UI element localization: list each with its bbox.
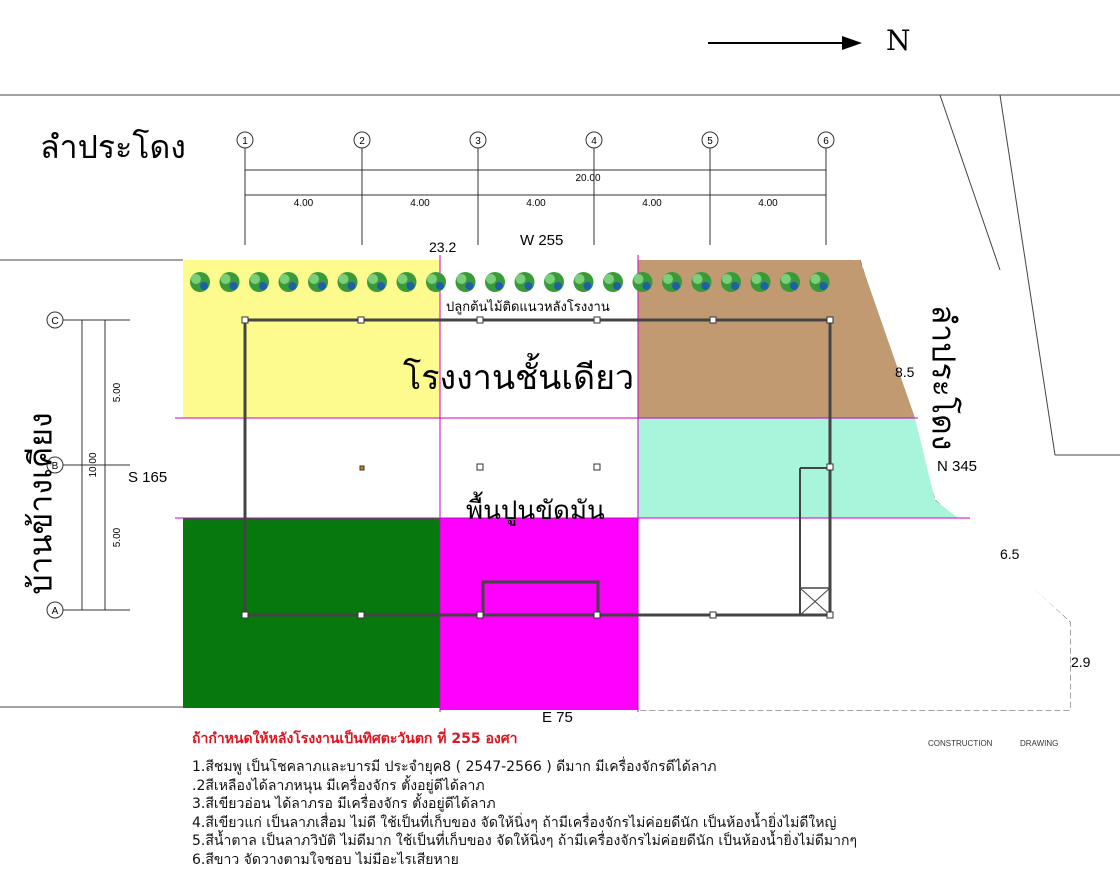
tree-icon (308, 272, 328, 292)
grid-label-1: 1 (242, 136, 248, 147)
canal-label-right: ลำประโดง (924, 304, 963, 451)
tree-icon (780, 272, 800, 292)
legend-item: 5.สีน้ำตาล เป็นลาภวิบัติ ไม่ดีมาก ใช้เป็… (192, 833, 857, 849)
tree-icon (367, 272, 387, 292)
dim-bay: 4.00 (526, 198, 546, 209)
floor-label: พื้นปูนขัดมัน (466, 496, 605, 526)
division-lines (175, 255, 970, 712)
zone-white-mid-left (183, 418, 440, 518)
tree-icon (485, 272, 505, 292)
tree-icon (573, 272, 594, 292)
tree-icon (514, 272, 535, 292)
grid-label-5: 5 (707, 136, 713, 147)
zone-white-mid-center (440, 418, 638, 518)
legend-item: 3.สีเขียวอ่อน ได้ลาภรอ มีเครื่องจักร ตั้… (192, 796, 496, 812)
grid-label-6: 6 (823, 136, 829, 147)
tree-icon (662, 272, 682, 292)
dim-right-upper: 8.5 (895, 364, 915, 380)
building-label: โรงงานชั้นเดียว (403, 358, 635, 398)
dim-bay: 4.00 (410, 198, 430, 209)
dim-bay: 4.00 (642, 198, 662, 209)
dim-right-middle: 6.5 (1000, 546, 1020, 562)
tree-icon (278, 272, 299, 292)
tree-icon (426, 272, 446, 292)
direction-north: N 345 (937, 458, 978, 475)
neighbor-label: บ้านข้างเคียง (21, 412, 60, 595)
legend-list: 1.สีชมพู เป็นโชคลาภและบารมี ประจำยุค8 ( … (192, 758, 857, 869)
tree-icon (809, 272, 830, 292)
tree-icon (721, 272, 741, 292)
tree-icon (337, 272, 358, 292)
north-label: N (886, 24, 911, 57)
tree-icon (396, 272, 417, 292)
tree-icon (691, 272, 712, 292)
building-columns (241, 316, 834, 619)
direction-west: W 255 (520, 232, 564, 249)
direction-south: S 165 (128, 469, 168, 486)
tree-icon (190, 272, 210, 292)
grid-label-A: A (52, 606, 59, 617)
tree-icon (544, 272, 564, 292)
tree-icon (632, 272, 653, 292)
tree-row (190, 272, 830, 292)
tree-icon (750, 272, 771, 292)
direction-east: E 75 (542, 709, 573, 726)
grid-label-2: 2 (359, 136, 365, 147)
canal-label-top: ลำประโดง (40, 128, 186, 166)
legend-item: 1.สีชมพู เป็นโชคลาภและบารมี ประจำยุค8 ( … (192, 759, 717, 775)
north-arrow (708, 36, 862, 50)
dim-total-depth: 10.00 (88, 452, 99, 477)
dim-row-spacing: 5.00 (112, 382, 123, 402)
grid-label-3: 3 (475, 136, 481, 147)
row-grid: C B A 10.00 5.00 5.00 (46, 311, 130, 619)
zone-white-lower-right (638, 518, 1070, 710)
dim-top-left: 23.2 (429, 239, 457, 255)
zone-brown (638, 260, 915, 418)
dim-total-width: 20.00 (575, 173, 600, 184)
tree-icon (455, 272, 476, 292)
dim-bay: 4.00 (294, 198, 314, 209)
dim-row-spacing: 5.00 (112, 527, 123, 547)
title-block-construction: CONSTRUCTION (928, 739, 993, 748)
title-block-drawing: DRAWING (1020, 739, 1059, 748)
dim-bay: 4.00 (758, 198, 778, 209)
legend-heading: ถ้ากำหนดให้หลังโรงงานเป็นทิศตะวันตก ที่ … (192, 731, 518, 747)
tree-note: ปลูกต้นไม้ติดแนวหลังโรงงาน (446, 300, 610, 315)
legend-item: .2สีเหลืองได้ลาภหนุน มีเครื่องจักร ตั้งอ… (192, 777, 485, 794)
tree-icon (249, 272, 269, 292)
zone-light-green (638, 418, 958, 518)
grid-label-C: C (51, 316, 58, 327)
column-grid: 1 2 3 4 5 6 20.00 4.00 4.00 4.00 4.00 4.00 (236, 131, 835, 245)
tree-icon (219, 272, 240, 292)
tree-icon (603, 272, 623, 292)
zone-dark-green (183, 518, 440, 708)
legend-item: 6.สีขาว จัดวางตามใจชอบ ไม่มีอะไรเสียหาย (192, 851, 459, 868)
grid-label-B: B (52, 461, 59, 472)
grid-label-4: 4 (591, 136, 597, 147)
legend-item: 4.สีเขียวแก่ เป็นลาภเสื่อม ไม่ดี ใช้เป็น… (192, 814, 837, 831)
dim-right-lower: 2.9 (1071, 654, 1091, 670)
